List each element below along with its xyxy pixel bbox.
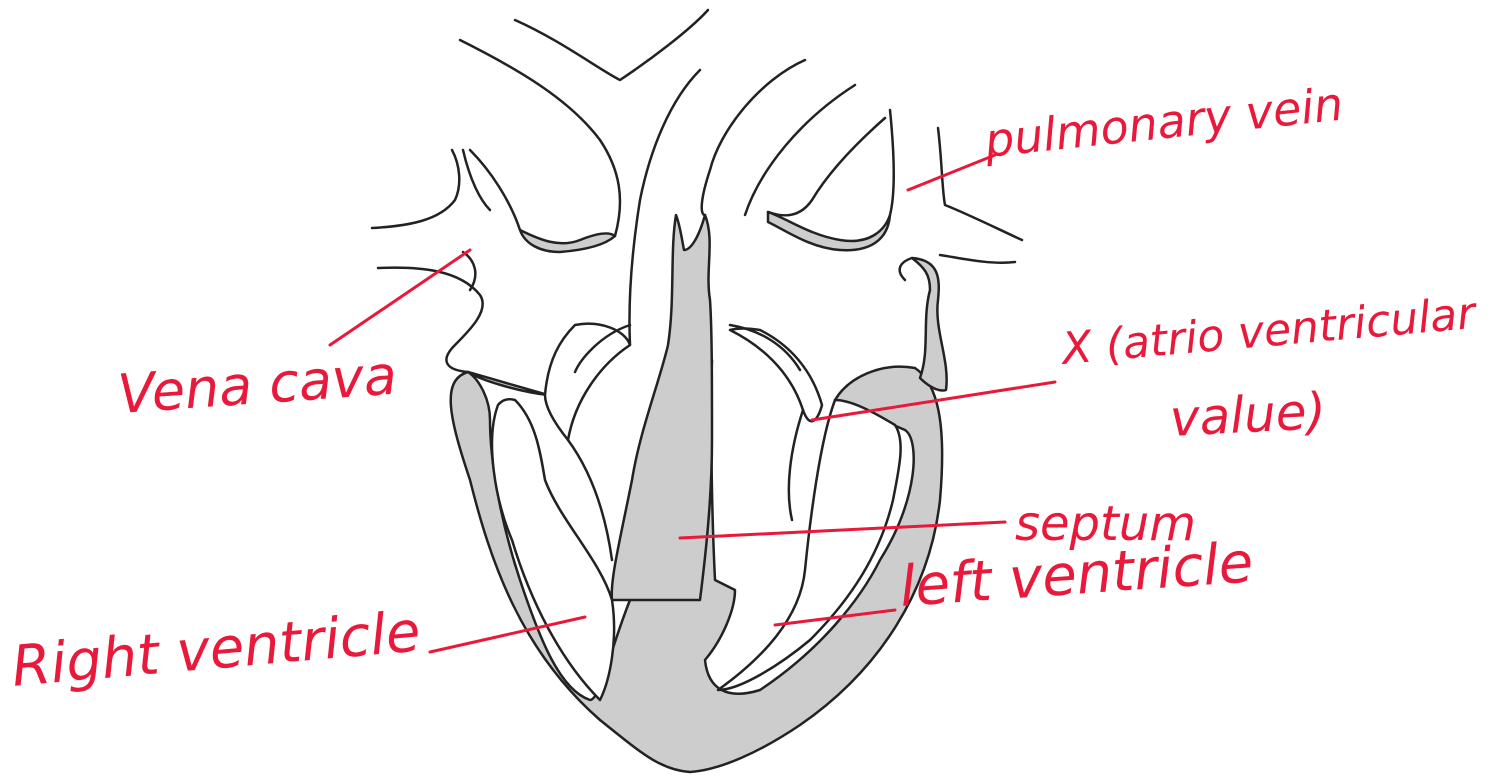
leader-vena-cava — [330, 250, 470, 345]
label-x-valve-line2: value) — [1169, 386, 1327, 444]
leader-pulmonary-vein — [908, 155, 995, 190]
